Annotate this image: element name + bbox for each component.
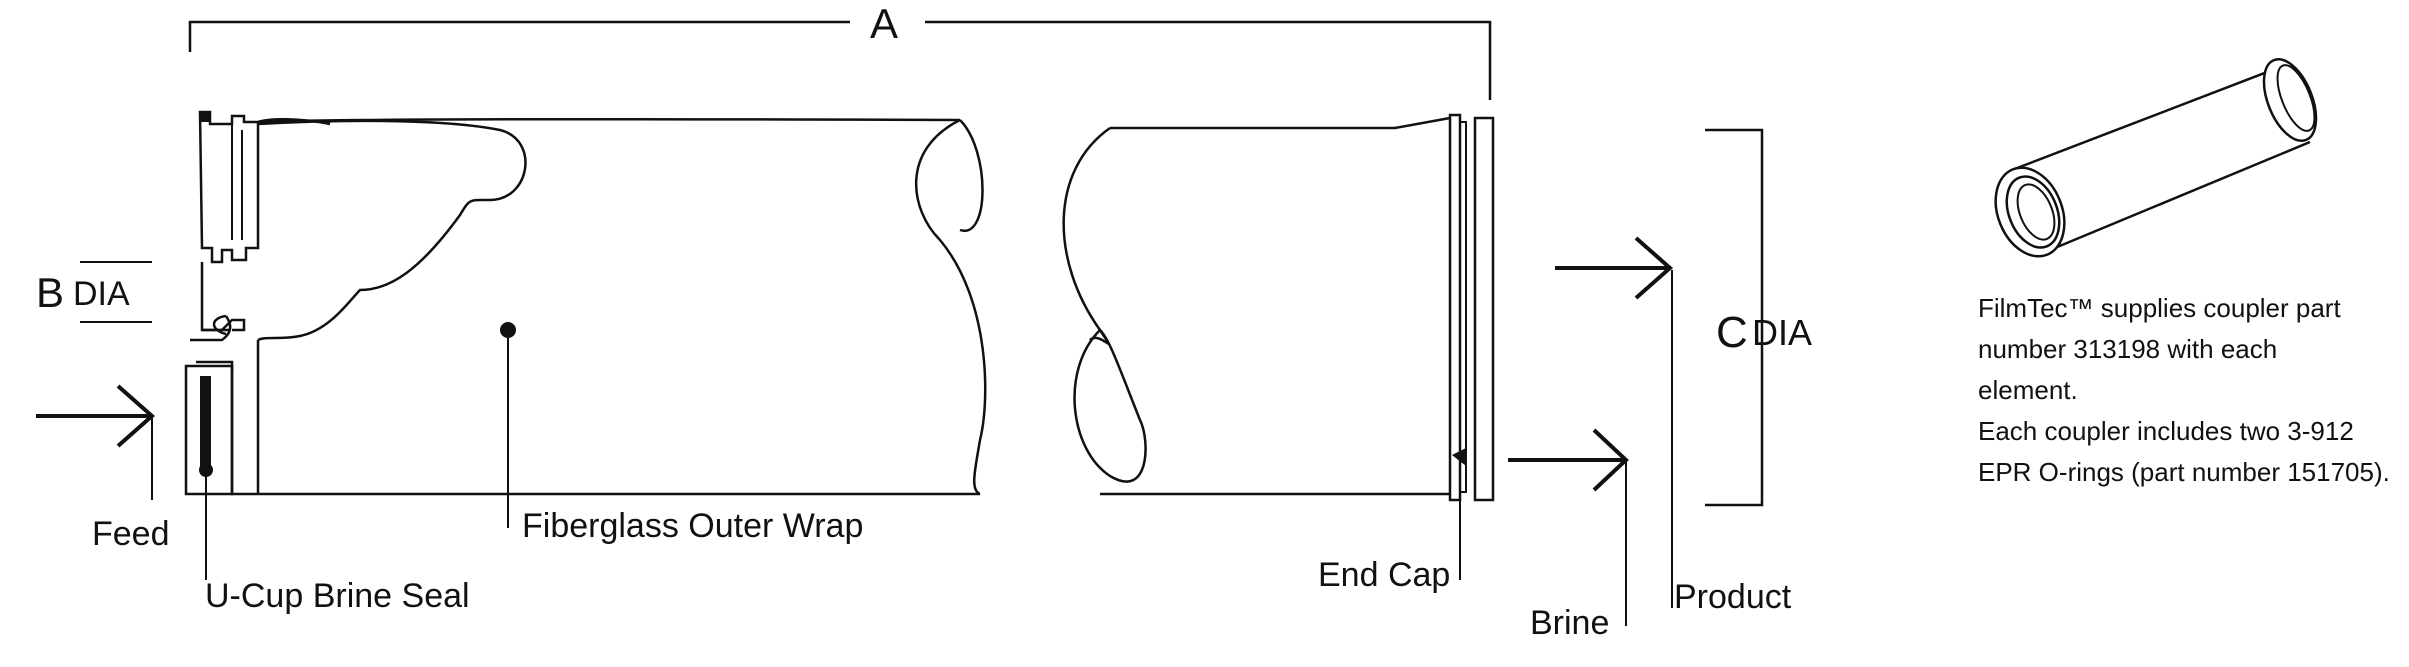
label-fiberglass-outer-wrap: Fiberglass Outer Wrap	[522, 507, 863, 545]
label-end-cap: End Cap	[1318, 556, 1450, 594]
dimension-b-dia: DIA	[73, 275, 130, 313]
coupler-note-line: FilmTec™ supplies coupler part	[1978, 293, 2341, 323]
dimension-c-letter: C	[1716, 308, 1748, 357]
leader-lines	[151, 270, 1673, 626]
coupler-illustration	[1994, 58, 2318, 258]
label-product: Product	[1674, 578, 1792, 616]
element-feed-end	[184, 110, 260, 496]
label-brine: Brine	[1530, 604, 1609, 642]
product-arrow	[1555, 236, 1674, 300]
element-body-right	[1062, 116, 1451, 496]
feed-arrow	[36, 384, 156, 448]
coupler-note-line: Each coupler includes two 3-912	[1978, 416, 2354, 446]
u-cup-seal-bar	[200, 376, 211, 466]
coupler-note-line: EPR O-rings (part number 151705).	[1978, 457, 2390, 487]
coupler-note-line: number 313198 with each	[1978, 334, 2278, 364]
end-cap	[1448, 113, 1495, 502]
element-body-left	[250, 117, 987, 496]
dimension-a: A	[188, 0, 1492, 100]
dimension-c-dia: C DIA	[1705, 128, 1812, 507]
dimension-c-dia: DIA	[1752, 312, 1812, 353]
brine-arrow	[1508, 428, 1629, 492]
coupler-note: FilmTec™ supplies coupler part number 31…	[1978, 288, 2398, 493]
dimension-b-dia: B DIA	[36, 261, 152, 323]
label-feed: Feed	[92, 515, 170, 553]
label-u-cup-brine-seal: U-Cup Brine Seal	[205, 577, 470, 615]
coupler-note-line: element.	[1978, 375, 2078, 405]
dimension-b-letter: B	[36, 269, 64, 316]
dimension-a-label: A	[870, 0, 898, 47]
